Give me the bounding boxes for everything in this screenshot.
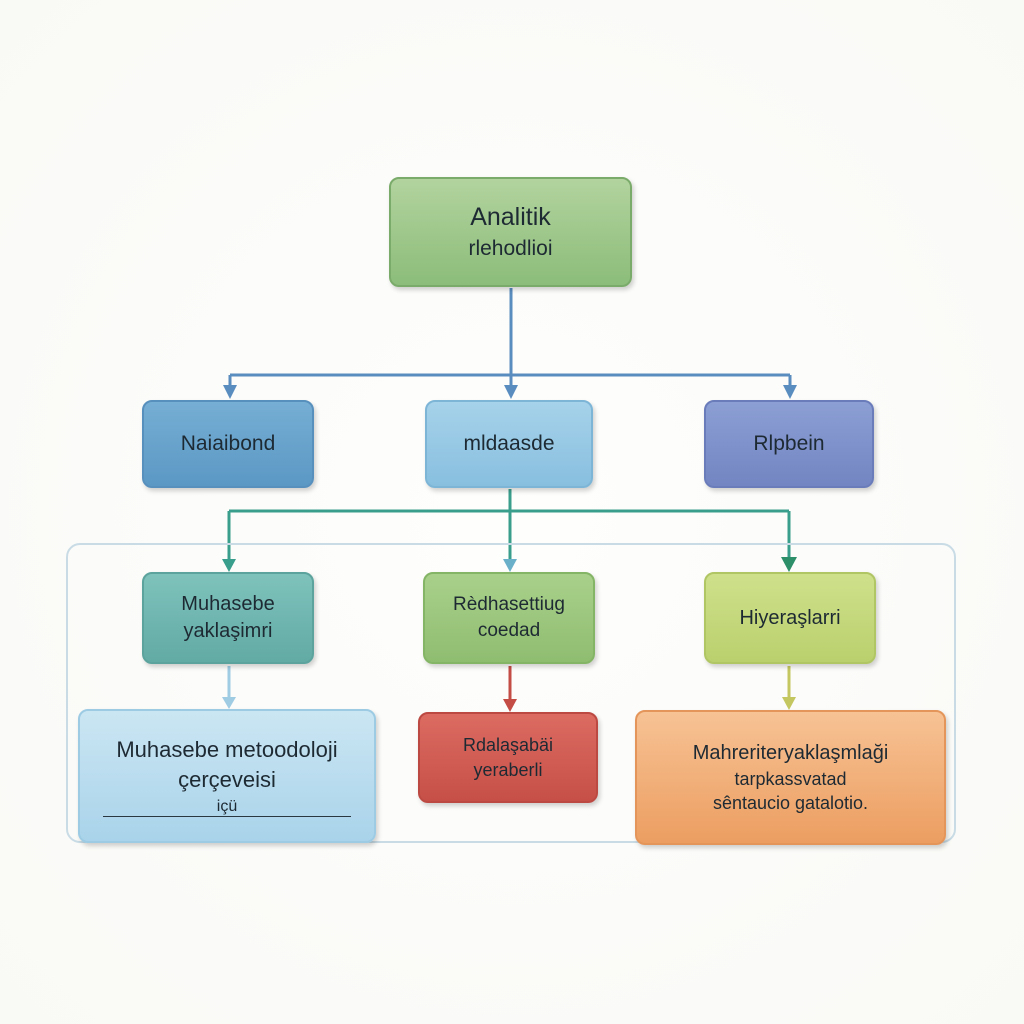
level1-left-label: Naiaibond	[180, 431, 276, 455]
level3-right-node[interactable]: Mahreriteryaklaşmlaği tarpkassvatad sênt…	[635, 710, 946, 845]
level3-right-line2: tarpkassvatad	[734, 768, 847, 789]
level1-connectors	[227, 489, 791, 562]
level2-left-line2: yaklaşimri	[183, 620, 273, 642]
level3-center-node[interactable]: Rdalaşabäi yeraberli	[418, 712, 598, 803]
root-node-line2: rlehodlioi	[468, 236, 553, 260]
level1-right-label: Rlpbein	[753, 431, 825, 455]
level2-left-line1: Muhasebe	[181, 593, 275, 615]
level3-left-line3: içü	[103, 797, 351, 817]
level3-right-line1: Mahreriteryaklaşmlaği	[692, 741, 889, 764]
root-node[interactable]: Analitik rlehodlioi	[389, 177, 632, 287]
level2-center-line1: Rèdhasettiug	[453, 594, 565, 616]
level3-center-line2: yeraberli	[473, 759, 543, 780]
level2-center-line2: coedad	[477, 620, 541, 641]
bottom-group-frame	[66, 543, 956, 843]
level3-right-line3: sêntaucio gatalotio.	[712, 793, 869, 813]
root-node-line1: Analitik	[470, 202, 551, 231]
level2-left-node[interactable]: Muhasebe yaklaşimri	[142, 572, 314, 664]
level2-right-line1: Hiyeraşlarri	[739, 606, 841, 629]
level2-connectors	[227, 666, 791, 700]
level2-center-node[interactable]: Rèdhasettiug coedad	[423, 572, 595, 664]
level2-arrowheads	[222, 697, 796, 712]
level1-center-label: mldaasde	[463, 431, 555, 455]
root-connectors	[228, 288, 792, 390]
level3-center-line1: Rdalaşabäi	[462, 735, 554, 756]
root-arrowheads	[223, 385, 797, 399]
level3-left-node[interactable]: Muhasebe metoodoloji çerçeveisi içü	[78, 709, 376, 843]
level3-left-line1: Muhasebe metoodoloji	[116, 737, 338, 763]
level1-center-node[interactable]: mldaasde	[425, 400, 593, 488]
level1-right-node[interactable]: Rlpbein	[704, 400, 874, 488]
level3-left-line2: çerçeveisi	[178, 766, 276, 792]
level1-arrowheads	[222, 557, 797, 572]
level2-right-node[interactable]: Hiyeraşlarri	[704, 572, 876, 664]
level1-left-node[interactable]: Naiaibond	[142, 400, 314, 488]
